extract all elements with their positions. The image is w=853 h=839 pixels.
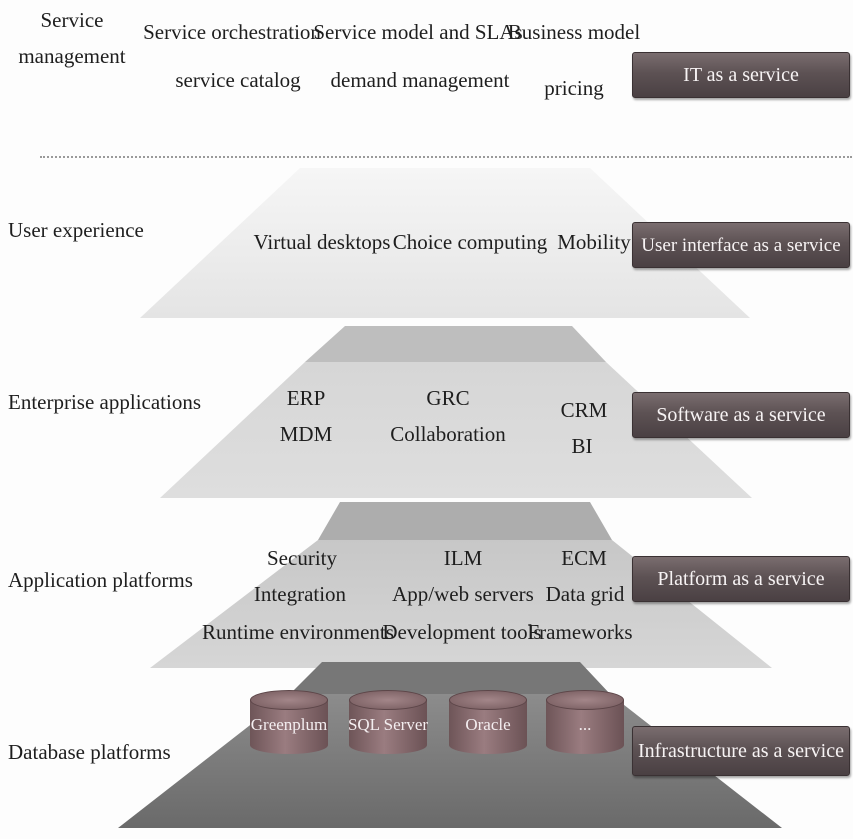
it-as-a-service-text: IT as a service bbox=[683, 64, 799, 86]
virtual-desktops-label: Virtual desktops bbox=[253, 230, 391, 254]
service-catalog-label: service catalog bbox=[175, 68, 301, 92]
sql-server-database-icon: SQL Server bbox=[348, 690, 428, 762]
greenplum-database-icon: Greenplum bbox=[250, 690, 328, 762]
database-platforms-label: Database platforms bbox=[8, 740, 171, 764]
platform-as-a-service-text: Platform as a service bbox=[657, 568, 825, 590]
service-management-line2: management bbox=[18, 44, 126, 68]
user-interface-as-a-service-text: User interface as a service bbox=[641, 235, 841, 256]
layer-user-experience-plate bbox=[140, 168, 750, 318]
top-divider bbox=[40, 156, 852, 158]
pricing-label: pricing bbox=[544, 76, 604, 100]
it-as-a-service-badge: IT as a service bbox=[632, 52, 850, 98]
service-orchestration-label: Service orchestration bbox=[143, 20, 321, 44]
development-tools-label: Development tools bbox=[382, 620, 542, 644]
other-database-label: ... bbox=[578, 715, 592, 734]
layer-application-platforms-top bbox=[318, 502, 612, 540]
sql-server-label: SQL Server bbox=[347, 715, 429, 734]
erp-label: ERP bbox=[286, 386, 326, 410]
layer-enterprise-applications-plate bbox=[160, 362, 752, 498]
oracle-label: Oracle bbox=[465, 715, 511, 734]
layer-application-platforms-plate bbox=[150, 540, 772, 668]
enterprise-applications-label: Enterprise applications bbox=[8, 390, 202, 414]
integration-label: Integration bbox=[253, 582, 347, 606]
crm-label: CRM bbox=[560, 398, 608, 422]
other-database-icon: ... bbox=[546, 690, 624, 762]
user-interface-as-a-service-badge: User interface as a service bbox=[632, 222, 850, 268]
layer-database-platforms-top bbox=[290, 662, 610, 694]
bi-label: BI bbox=[571, 434, 593, 458]
ecm-label: ECM bbox=[561, 546, 607, 570]
collaboration-label: Collaboration bbox=[390, 422, 506, 446]
ilm-label: ILM bbox=[443, 546, 483, 570]
service-model-slas-label: Service model and SLAs bbox=[313, 20, 523, 44]
layer-enterprise-applications-top bbox=[305, 326, 606, 362]
platform-as-a-service-badge: Platform as a service bbox=[632, 556, 850, 602]
frameworks-label: Frameworks bbox=[527, 620, 633, 644]
app-web-servers-label: App/web servers bbox=[392, 582, 534, 606]
mdm-label: MDM bbox=[279, 422, 333, 446]
service-management-line1: Service bbox=[40, 8, 104, 32]
software-as-a-service-badge: Software as a service bbox=[632, 392, 850, 438]
security-label: Security bbox=[267, 546, 337, 570]
user-experience-label: User experience bbox=[8, 218, 144, 242]
choice-computing-label: Choice computing bbox=[392, 230, 548, 254]
infrastructure-as-a-service-badge: Infrastructure as a service bbox=[632, 726, 850, 776]
oracle-database-icon: Oracle bbox=[449, 690, 527, 762]
infrastructure-as-a-service-text: Infrastructure as a service bbox=[638, 740, 844, 762]
demand-management-label: demand management bbox=[330, 68, 510, 92]
grc-label: GRC bbox=[426, 386, 470, 410]
runtime-environments-label: Runtime environments bbox=[202, 620, 394, 644]
data-grid-label: Data grid bbox=[545, 582, 625, 606]
application-platforms-label: Application platforms bbox=[8, 568, 193, 592]
mobility-label: Mobility bbox=[557, 230, 631, 254]
greenplum-label: Greenplum bbox=[250, 715, 328, 734]
business-model-label: Business model bbox=[507, 20, 641, 44]
software-as-a-service-text: Software as a service bbox=[656, 404, 826, 426]
